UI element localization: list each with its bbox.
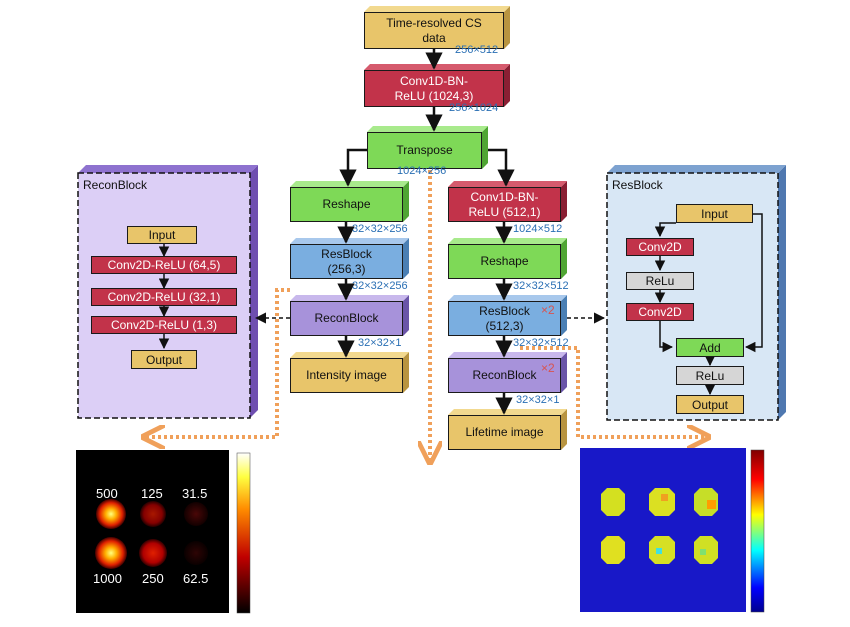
left-reconblock-block: ReconBlock <box>290 301 403 336</box>
main-flow-arrows <box>337 49 515 415</box>
dim-right-after-conv1d: 1024×512 <box>513 223 563 235</box>
recon-panel-title: ReconBlock <box>83 178 148 192</box>
dim-after-input: 256×512 <box>455 44 499 56</box>
res-output-layer: Output <box>676 395 744 414</box>
recon-conv-1-3-layer: Conv2D-ReLU (1,3) <box>91 316 237 334</box>
res-panel-top <box>607 165 786 173</box>
right-reconblock-block: ReconBlock <box>448 358 561 393</box>
dim-right-after-resblock: 32×32×512 <box>513 337 569 349</box>
sample-spot-1000 <box>95 537 127 569</box>
right-conv1d-block: Conv1D-BN- ReLU (512,1) <box>448 187 561 222</box>
lifetime-colorbar <box>750 449 765 613</box>
label-concentration-500: 500 <box>96 486 118 501</box>
label-concentration-125: 125 <box>141 486 163 501</box>
lifetime-image <box>580 448 765 613</box>
recon-conv-64-5-layer: Conv2D-ReLU (64,5) <box>91 256 237 274</box>
recon-panel-top <box>78 165 258 173</box>
res-conv2d-a-layer: Conv2D <box>626 238 694 256</box>
recon-output-layer: Output <box>131 350 197 369</box>
dim-left-after-reshape: 32×32×256 <box>352 223 408 235</box>
dim-left-after-reconblock: 32×32×1 <box>358 337 402 349</box>
res-panel-side <box>778 165 786 420</box>
dim-right-after-reshape: 32×32×512 <box>513 280 569 292</box>
res-add-layer: Add <box>676 338 744 357</box>
input-data-block: Time-resolved CS data <box>364 12 504 49</box>
lifetime-spot-2 <box>649 488 675 516</box>
res-relu-a-layer: ReLu <box>626 272 694 290</box>
recon-panel-side <box>250 165 258 418</box>
lifetime-spot-4 <box>601 536 625 564</box>
recon-input-layer: Input <box>127 226 197 244</box>
left-reshape-block: Reshape <box>290 187 403 222</box>
sample-spot-31-5 <box>184 502 208 526</box>
sample-spot-500 <box>96 499 126 529</box>
label-concentration-1000: 1000 <box>93 571 122 586</box>
right-resblock-block: ResBlock (512,3) <box>448 301 561 336</box>
lifetime-image-block: Lifetime image <box>448 415 561 450</box>
resblock-multiplier: ×2 <box>541 303 555 317</box>
intensity-colorbar <box>236 452 251 614</box>
lifetime-spot-1 <box>601 488 625 516</box>
transpose-block: Transpose <box>367 132 482 169</box>
sample-spot-62-5 <box>184 541 208 565</box>
dim-right-after-reconblock: 32×32×1 <box>516 394 560 406</box>
dim-after-conv1d: 256×1024 <box>449 102 499 114</box>
left-resblock-block: ResBlock (256,3) <box>290 244 403 279</box>
sample-spot-125 <box>140 501 166 527</box>
right-reshape-block: Reshape <box>448 244 561 279</box>
recon-conv-32-1-layer: Conv2D-ReLU (32,1) <box>91 288 237 306</box>
label-concentration-250: 250 <box>142 571 164 586</box>
label-concentration-62-5: 62.5 <box>183 571 209 586</box>
res-input-layer: Input <box>676 204 753 223</box>
reconblock-multiplier: ×2 <box>541 361 555 375</box>
label-concentration-31-5: 31.5 <box>182 486 208 501</box>
res-relu-b-layer: ReLu <box>676 366 744 385</box>
conv1d-block: Conv1D-BN- ReLU (1024,3) <box>364 70 504 107</box>
block-depth-shading <box>290 6 567 450</box>
res-panel-title: ResBlock <box>612 178 663 192</box>
intensity-image-block: Intensity image <box>290 358 403 393</box>
intensity-image <box>76 450 251 614</box>
dim-after-transpose: 1024×256 <box>397 165 447 177</box>
sample-spot-250 <box>139 539 167 567</box>
dim-left-after-resblock: 32×32×256 <box>352 280 408 292</box>
res-panel-arrows <box>654 213 763 396</box>
orange-dotted-paths <box>146 170 706 460</box>
res-conv2d-b-layer: Conv2D <box>626 303 694 321</box>
